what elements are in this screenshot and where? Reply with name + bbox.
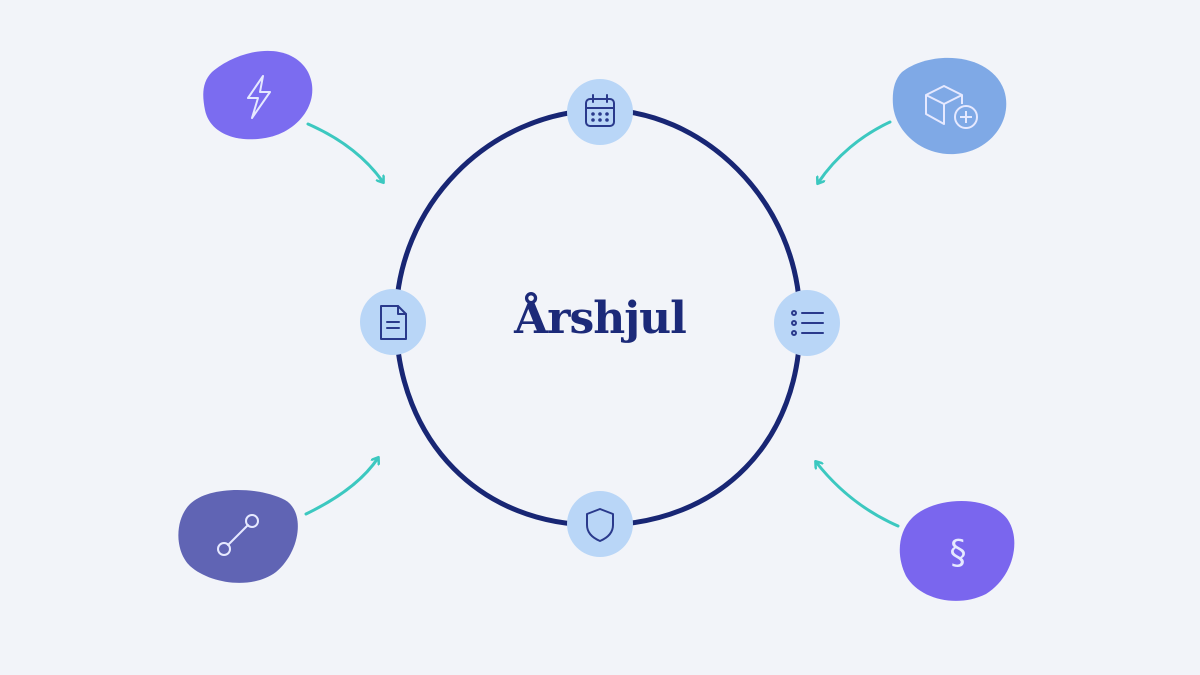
calendar-icon (585, 94, 615, 127)
satellite-lightning[interactable] (203, 50, 313, 140)
cube-add-icon (925, 85, 978, 129)
link-icon (217, 514, 259, 556)
ring-node-calendar[interactable] (567, 79, 633, 145)
shield-icon (586, 508, 614, 542)
satellite-section[interactable]: § (899, 501, 1015, 601)
section-icon: § (950, 533, 967, 573)
ring-node-list[interactable] (774, 290, 840, 356)
list-icon (791, 310, 824, 336)
wheel-title: Årshjul (514, 292, 687, 344)
arrow-from-link (304, 458, 378, 516)
arrow-from-section (816, 462, 900, 528)
satellite-cube-add[interactable] (892, 57, 1007, 155)
ring-node-shield[interactable] (567, 491, 633, 557)
satellite-link[interactable] (178, 489, 298, 583)
lightning-icon (247, 75, 271, 119)
arrow-from-lightning (306, 122, 383, 182)
document-icon (380, 305, 407, 340)
ring-node-document[interactable] (360, 289, 426, 355)
arrow-from-cube (818, 120, 892, 183)
